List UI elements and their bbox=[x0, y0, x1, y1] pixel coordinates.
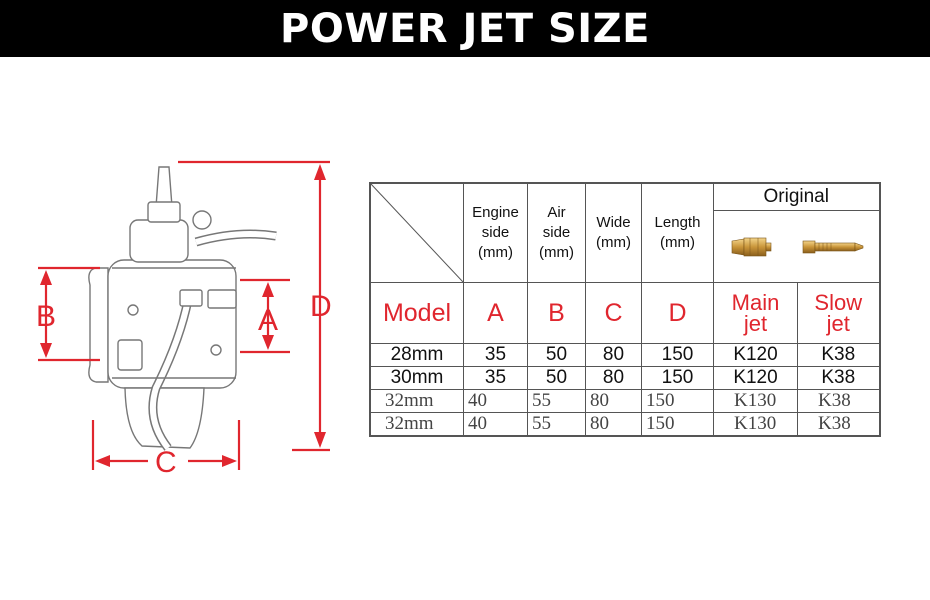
cell-d: 150 bbox=[641, 412, 714, 437]
cell-c: 80 bbox=[585, 389, 642, 413]
cell-main-jet: K120 bbox=[713, 366, 798, 390]
table-row: 28mm 35 50 80 150 K120 K38 bbox=[369, 343, 880, 367]
model-label: Model bbox=[369, 282, 464, 344]
dimension-label-b: B bbox=[36, 300, 56, 333]
dimension-label-d: D bbox=[310, 290, 332, 323]
header-text: Length bbox=[654, 214, 701, 231]
header-text: (mm) bbox=[539, 244, 574, 261]
header-text: side bbox=[542, 224, 571, 241]
slow-jet-icon bbox=[802, 240, 864, 253]
header-row-top: Engine side (mm) Air side (mm) Wide (mm)… bbox=[369, 182, 880, 283]
main-jet-label: Main jet bbox=[713, 282, 798, 344]
cell-slow-jet: K38 bbox=[797, 343, 880, 367]
header-text: (mm) bbox=[660, 234, 695, 251]
header-text: Air bbox=[547, 204, 566, 221]
header-text: (mm) bbox=[478, 244, 513, 261]
cell-d: 150 bbox=[641, 389, 714, 413]
label-text: jet bbox=[743, 311, 768, 336]
title-banner: POWER JET SIZE bbox=[0, 0, 930, 57]
label-text: Main bbox=[731, 290, 780, 315]
header-length: Length (mm) bbox=[641, 182, 714, 283]
cell-model: 32mm bbox=[369, 389, 464, 413]
header-text: Wide bbox=[596, 214, 631, 231]
dimension-lines bbox=[38, 160, 330, 470]
dimension-label-a: A bbox=[258, 304, 278, 337]
jet-images-cell bbox=[713, 210, 880, 283]
diagonal-header-cell bbox=[369, 182, 464, 283]
diagonal-divider bbox=[371, 184, 463, 282]
header-text: (mm) bbox=[596, 234, 631, 251]
cell-c: 80 bbox=[585, 412, 642, 437]
header-wide: Wide (mm) bbox=[585, 182, 642, 283]
cell-b: 50 bbox=[527, 343, 586, 367]
table-row: 30mm 35 50 80 150 K120 K38 bbox=[369, 366, 880, 390]
col-label-c: C bbox=[585, 282, 642, 344]
cell-model: 30mm bbox=[369, 366, 464, 390]
cell-a: 40 bbox=[463, 389, 528, 413]
cell-d: 150 bbox=[641, 366, 714, 390]
cell-b: 55 bbox=[527, 389, 586, 413]
cell-slow-jet: K38 bbox=[797, 412, 880, 437]
cell-a: 35 bbox=[463, 343, 528, 367]
cell-slow-jet: K38 bbox=[797, 389, 880, 413]
cell-slow-jet: K38 bbox=[797, 366, 880, 390]
page-title: POWER JET SIZE bbox=[280, 5, 650, 52]
cell-a: 40 bbox=[463, 412, 528, 437]
label-text: Slow bbox=[814, 290, 863, 315]
header-air-side: Air side (mm) bbox=[527, 182, 586, 283]
jet-size-table: Engine side (mm) Air side (mm) Wide (mm)… bbox=[369, 182, 881, 437]
main-jet-icon bbox=[731, 237, 771, 256]
cell-model: 32mm bbox=[369, 412, 464, 437]
col-label-b: B bbox=[527, 282, 586, 344]
dimension-label-c: C bbox=[155, 446, 177, 479]
label-text: jet bbox=[826, 311, 850, 336]
header-original: Original bbox=[713, 182, 880, 212]
header-text: Engine bbox=[472, 204, 519, 221]
table-row: 32mm 40 55 80 150 K130 K38 bbox=[369, 389, 880, 413]
carburetor-illustration bbox=[88, 166, 277, 451]
col-label-d: D bbox=[641, 282, 714, 344]
header-row-jets bbox=[370, 210, 880, 283]
col-label-a: A bbox=[463, 282, 528, 344]
cell-c: 80 bbox=[585, 366, 642, 390]
cell-d: 150 bbox=[641, 343, 714, 367]
header-engine-side: Engine side (mm) bbox=[463, 182, 528, 283]
cell-b: 55 bbox=[527, 412, 586, 437]
cell-main-jet: K120 bbox=[713, 343, 798, 367]
model-row: Model A B C D Main jet Slow jet bbox=[369, 282, 880, 344]
cell-main-jet: K130 bbox=[713, 412, 798, 437]
cell-a: 35 bbox=[463, 366, 528, 390]
header-text: side bbox=[481, 224, 510, 241]
cell-c: 80 bbox=[585, 343, 642, 367]
table-row: 32mm 40 55 80 150 K130 K38 bbox=[369, 412, 880, 437]
slow-jet-label: Slow jet bbox=[797, 282, 880, 344]
cell-b: 50 bbox=[527, 366, 586, 390]
cell-main-jet: K130 bbox=[713, 389, 798, 413]
carburetor-diagram: B A D C bbox=[36, 160, 332, 479]
cell-model: 28mm bbox=[369, 343, 464, 367]
